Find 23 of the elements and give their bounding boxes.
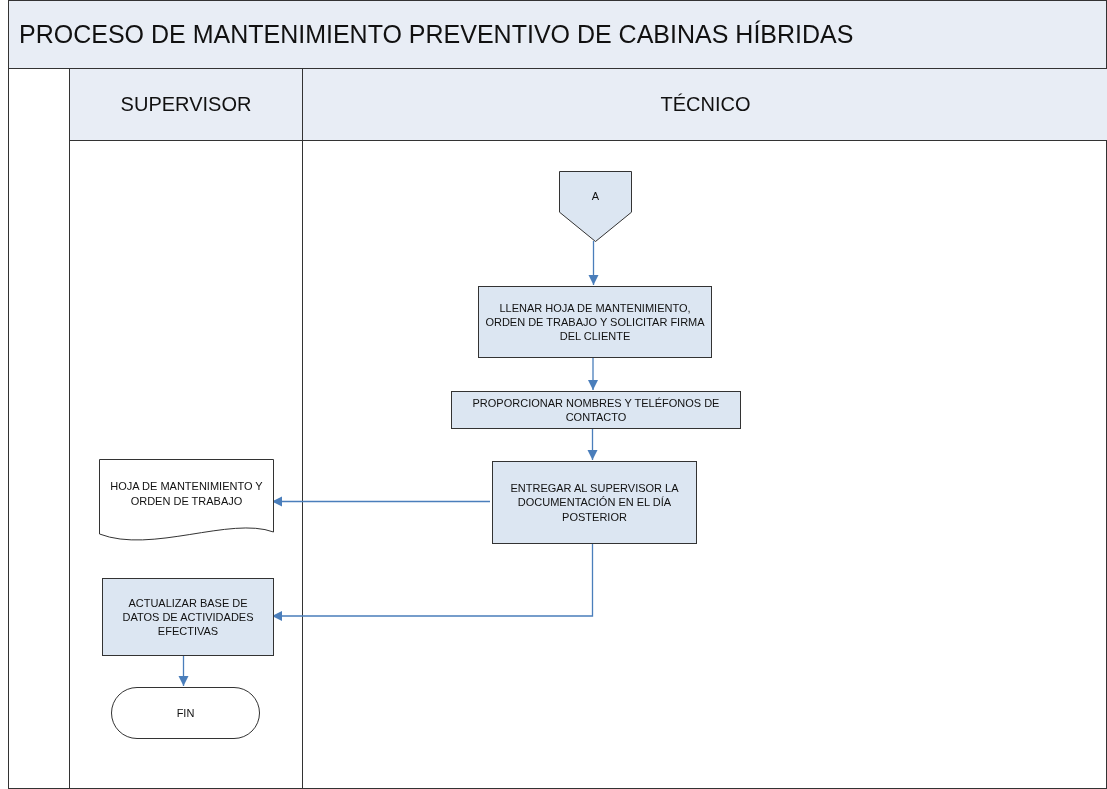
node-text: HOJA DE MANTENIMIENTO Y ORDEN DE TRABAJO: [109, 479, 264, 508]
swimlane: [302, 69, 1107, 789]
arrow: [271, 496, 491, 507]
arrow: [587, 427, 598, 461]
node-text: ENTREGAR AL SUPERVISOR LA DOCUMENTACIÓN EN EL DÍA POSTERIOR: [509, 481, 680, 524]
arrow: [271, 542, 594, 622]
node-text: PROPORCIONAR NOMBRES Y TELÉFONOS DE CONTACTO: [471, 395, 721, 425]
node-text: A: [591, 189, 600, 204]
process-box: [102, 578, 274, 656]
swimlane-pool: [8, 0, 1107, 789]
process-box: [478, 286, 712, 358]
pool-title: PROCESO DE MANTENIMIENTO PREVENTIVO DE CABINAS HÍBRIDAS: [9, 1, 1106, 69]
off-page-connector: [559, 171, 632, 242]
arrow: [588, 240, 599, 286]
arrow: [178, 654, 189, 687]
lane-header: TÉCNICO: [303, 69, 1107, 141]
node-text: LLENAR HOJA DE MANTENIMIENTO, ORDEN DE TRABAJO Y SOLICITAR FIRMA DEL CLIENTE: [485, 300, 705, 344]
process-box: [492, 461, 697, 544]
node-text: ACTUALIZAR BASE DE DATOS DE ACTIVIDADES EFECTIVAS: [121, 595, 255, 639]
lane-header: SUPERVISOR: [70, 69, 302, 141]
node-text: FIN: [176, 705, 195, 721]
arrow: [587, 356, 599, 391]
process-box: [451, 391, 741, 429]
